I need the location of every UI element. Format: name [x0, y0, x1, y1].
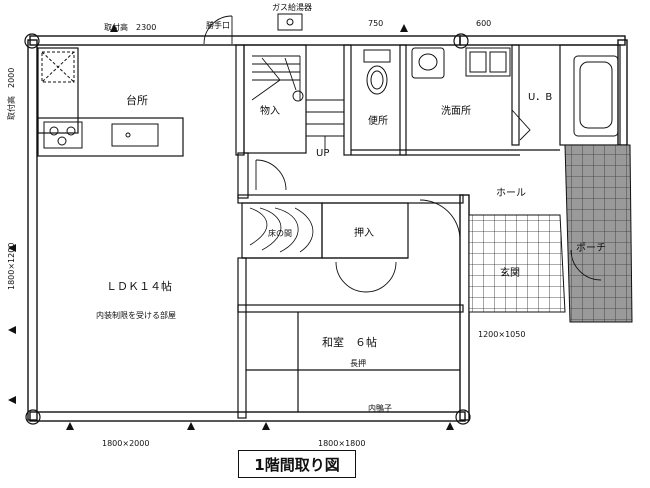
entrance-floor	[468, 214, 566, 313]
room-kitchen: 台所	[126, 93, 148, 107]
room-toilet: 便所	[368, 114, 388, 127]
gas-heater	[277, 13, 303, 31]
nagaoshi-label: 長押	[350, 358, 366, 368]
washbasin-fixture	[411, 47, 511, 79]
room-closet: 押入	[354, 226, 374, 239]
back-door-label: 勝手口	[206, 20, 230, 30]
room-storage: 物入	[260, 104, 280, 117]
room-porch: ポーチ	[576, 242, 606, 254]
doors	[203, 15, 602, 293]
dim-left-1800x1200: 1800×1200	[7, 243, 16, 290]
ldk-note: 内装制限を受ける部屋	[96, 310, 176, 320]
staircase	[251, 55, 344, 150]
dim-750: 750	[368, 19, 383, 28]
dim-left-2000: 取付高 2000	[6, 68, 16, 120]
bathtub-fixture	[573, 55, 619, 137]
dim-1200x1050: 1200×1050	[478, 330, 525, 339]
wall-markers	[8, 24, 454, 430]
corner-posts	[24, 33, 471, 425]
gas-heater-label: ガス給湯器	[272, 2, 312, 12]
uchinoriko-label: 内鴨子	[368, 403, 392, 413]
room-tokonoma: 床の間	[268, 228, 292, 238]
toilet-fixture	[363, 49, 391, 95]
room-washroom: 洗面所	[441, 105, 471, 117]
room-hall: ホール	[496, 187, 526, 199]
dim-bottom-right: 1800×1800	[318, 439, 365, 448]
stairs-up-label: UP	[316, 148, 329, 159]
page-title: 1階間取り図	[238, 450, 356, 478]
porch-floor	[564, 144, 633, 323]
interior-walls	[37, 44, 621, 419]
dim-bottom-left: 1800×2000	[102, 439, 149, 448]
room-washitsu: 和室 ６帖	[322, 335, 377, 349]
tokonoma-grain	[249, 207, 314, 253]
dim-top-left: 取付高 2300	[104, 22, 156, 32]
kitchen-equipment	[41, 51, 159, 149]
dim-600: 600	[476, 19, 491, 28]
room-bath: U．B	[528, 92, 552, 103]
room-ldk: ＬＤＫ１４帖	[106, 280, 172, 293]
room-entrance: 玄関	[500, 266, 520, 279]
